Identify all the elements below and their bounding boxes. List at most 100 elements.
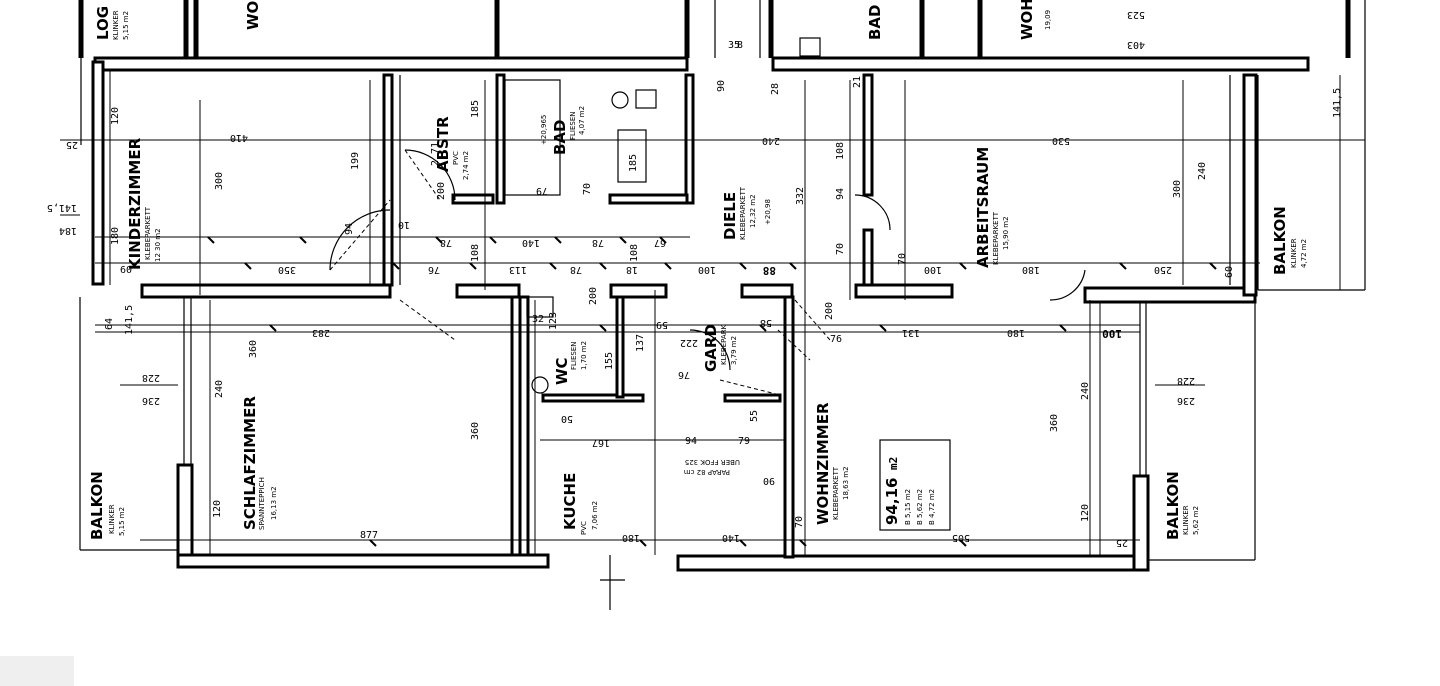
room-balkon-right-bottom-name: BALKON — [1164, 471, 1182, 540]
top-woh-right-area: 19,09 — [1044, 10, 1052, 30]
top-bad: BAD — [866, 5, 884, 41]
dim-35: 35 — [728, 40, 740, 51]
dim-185: 185 — [470, 100, 481, 118]
dim-79-a: 79 — [738, 436, 750, 447]
dim-228-right: 228 — [1177, 375, 1195, 386]
room-diele-name: DIELE — [721, 192, 739, 240]
dim-250: 250 — [1154, 264, 1172, 275]
room-kinderzimmer-floor: KLEBEPARKETT — [144, 206, 152, 260]
dim-64: 64 — [104, 318, 115, 330]
dim-60-arbeit: 60 — [1224, 266, 1235, 278]
dim-120-wohn: 120 — [1080, 504, 1091, 522]
dim-200-abstr: 200 — [436, 182, 447, 200]
room-kuche-floor: PVC — [580, 521, 588, 535]
dim-360-wohn: 360 — [1049, 414, 1060, 432]
dim-90-diele: 90 — [716, 80, 727, 92]
dim-108-b: 108 — [629, 244, 640, 262]
room-kuche-area: 7,06 m2 — [591, 501, 599, 530]
top-logo-label: LOG — [94, 6, 112, 40]
dim-222: 222 — [680, 337, 698, 348]
top-logo-area: 5,15 m2 — [122, 11, 130, 40]
dim-180-kinder: 180 — [110, 227, 121, 245]
dim-90-kuche: 90 — [763, 475, 775, 486]
dim-120-kinder: 120 — [110, 107, 121, 125]
dim-137: 137 — [635, 334, 646, 352]
total-area-text: 94,16 m2 B 5,15 m2 B 5,62 m2 B 4,72 m2 — [883, 457, 936, 525]
dim-140-a: 140 — [522, 237, 540, 248]
dim-240-wohn: 240 — [1080, 382, 1091, 400]
room-bad-area: 4,07 m2 — [578, 106, 586, 135]
room-balkon-left-floor: KLINKER — [108, 504, 116, 534]
dim-2-71: 2 71 — [430, 142, 441, 166]
dim-32: 32 — [532, 314, 544, 325]
room-gard-floor: KLEBEPARK — [720, 324, 728, 365]
top-logo-sub: KLINKER — [112, 10, 120, 40]
room-schlafzimmer-floor: SPANNTEPPICH — [258, 477, 266, 530]
dim-25-right: 25 — [1116, 537, 1128, 548]
dim-21: 21 — [852, 76, 863, 88]
dim-360-schlaf: 360 — [248, 340, 259, 358]
room-wc-area: 1,70 m2 — [580, 341, 588, 370]
dim-parap: PARAP 82 cm — [684, 468, 730, 476]
room-wohnzimmer-floor: KLEBEPARKETT — [832, 466, 840, 520]
room-wohnzimmer-name: WOHNZIMMER — [814, 402, 832, 525]
dim-10: 10 — [398, 219, 410, 230]
dim-200-wc: 200 — [588, 287, 599, 305]
dim-60-kinder: 60 — [120, 265, 132, 276]
dim-140-kuche: 140 — [722, 532, 740, 543]
room-gard-name: GARD — [702, 324, 720, 372]
dim-523: 523 — [1127, 9, 1145, 20]
corner-watermark — [0, 656, 74, 686]
dim-185-bad: 185 — [628, 154, 639, 172]
dim-94-kuche: 94 — [685, 436, 697, 447]
total-area-box — [879, 439, 951, 531]
dim-236-left: 236 — [142, 395, 160, 406]
dim-123: 123 — [548, 312, 559, 330]
dim-58: 58 — [760, 317, 772, 328]
dim-108-diele: 108 — [835, 142, 846, 160]
dim-167: 167 — [592, 437, 610, 448]
dim-530: 530 — [1052, 135, 1070, 146]
room-balkon-left-area: 5,15 m2 — [118, 507, 126, 536]
dim-50: 50 — [561, 413, 573, 424]
room-diele-floor: KLEBEPARKETT — [739, 186, 747, 240]
dim-184: 184 — [59, 225, 77, 236]
dim-180-arbeit: 180 — [1022, 264, 1040, 275]
dimension-lines — [60, 70, 1365, 610]
dim-360-kuche: 360 — [470, 422, 481, 440]
dim-70-kuche: 70 — [794, 516, 805, 528]
room-abstr-area: 2,74 m2 — [462, 151, 470, 180]
room-balkon-right-bottom-area: 5,62 m2 — [1192, 506, 1200, 535]
dim-240-schlaf: 240 — [214, 380, 225, 398]
room-balkon-right-top-area: 4,72 m2 — [1300, 239, 1308, 268]
dim-70-diele-a: 70 — [835, 243, 846, 255]
dim-18: 18 — [626, 264, 638, 275]
dim-108-a: 108 — [470, 244, 481, 262]
dim-70-bad: 70 — [582, 183, 593, 195]
dim-200-diele: 200 — [824, 302, 835, 320]
room-balkon-left-name: BALKON — [88, 471, 106, 540]
dim-70-diele-b: 70 — [897, 253, 908, 265]
room-kinderzimmer-name: KINDERZIMMER — [126, 137, 144, 270]
total-area-line-1: B 5,15 m2 — [904, 489, 912, 525]
room-balkon-right-top-name: BALKON — [1271, 206, 1289, 275]
room-arbeitsraum-floor: KLEBEPARKETT — [992, 211, 1000, 265]
dim-141-5-right: 141,5 — [1332, 88, 1343, 118]
dim-uber-ffok: UBER FFOK 325 — [685, 458, 740, 466]
dim-67: 67 — [654, 237, 666, 248]
dim-100-wohn: 100 — [1102, 327, 1122, 340]
dim-88: 88 — [763, 264, 776, 277]
dim-141-5-left: 141,5 — [47, 202, 77, 213]
dim-28: 28 — [770, 83, 781, 95]
room-gard-area: 3,79 m2 — [730, 336, 738, 365]
room-balkon-right-top-floor: KLINKER — [1290, 238, 1298, 268]
top-woh-right: WOH — [1018, 0, 1036, 40]
dim-76-gard: 76 — [678, 369, 690, 380]
dim-113: 113 — [509, 264, 527, 275]
dim-78-a: 78 — [440, 237, 452, 248]
room-balkon-right-bottom-floor: KLINKER — [1182, 505, 1190, 535]
outer-walls — [78, 0, 1366, 572]
dim-332: 332 — [795, 187, 806, 205]
dim-240-diele: 240 — [762, 135, 780, 146]
dim-180-kuche: 180 — [622, 532, 640, 543]
